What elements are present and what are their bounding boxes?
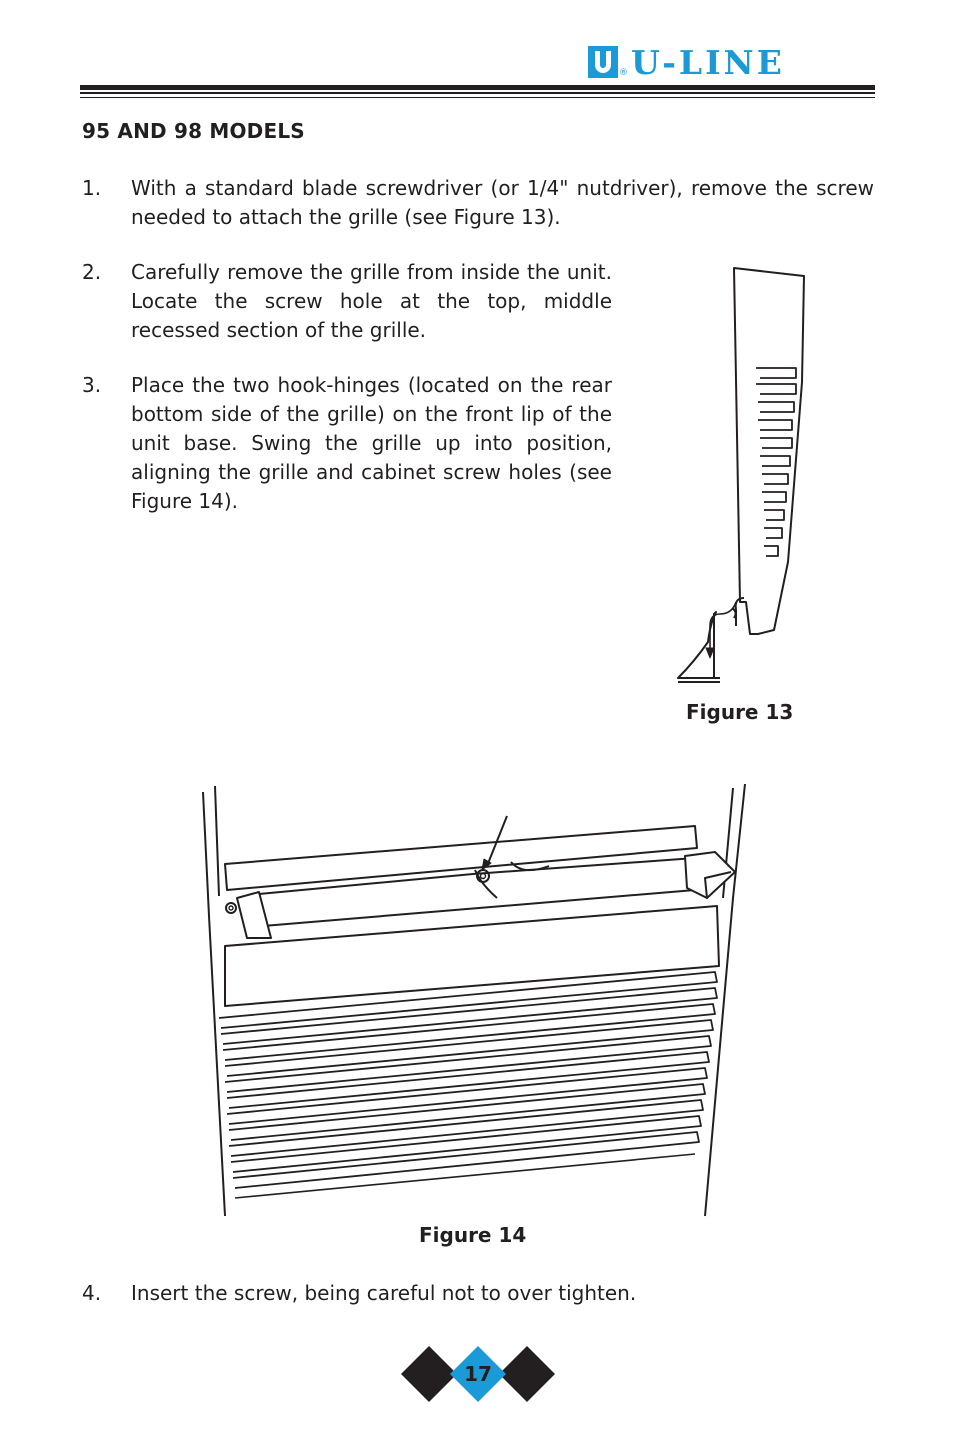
- instruction-step-1: 1. With a standard blade screwdriver (or…: [82, 174, 874, 232]
- instruction-step-3: 3. Place the two hook-hinges (located on…: [82, 371, 612, 516]
- figure-14-illustration: [202, 783, 746, 1217]
- step-number: 4.: [82, 1281, 102, 1305]
- step-text: With a standard blade screwdriver (or 1/…: [131, 176, 874, 229]
- figure-13-illustration: [677, 267, 805, 683]
- brand-logo: ® U-LINE: [588, 43, 785, 82]
- header-rule-thin: [80, 92, 875, 94]
- figure-13-caption: Figure 13: [686, 700, 794, 724]
- header-rule-hairline: [80, 97, 875, 98]
- page-number: 17: [464, 1362, 492, 1386]
- diamond-ornament-icon: [401, 1346, 555, 1402]
- header-rule: [80, 85, 875, 90]
- instruction-step-2: 2. Carefully remove the grille from insi…: [82, 258, 612, 345]
- step-text: Carefully remove the grille from inside …: [131, 260, 612, 342]
- step-number: 3.: [82, 373, 102, 397]
- brand-name: U-LINE: [631, 43, 785, 82]
- u-line-logo-icon: [588, 46, 618, 78]
- page-number-badge: 17: [401, 1346, 555, 1402]
- instruction-step-4: 4. Insert the screw, being careful not t…: [82, 1279, 874, 1308]
- step-text: Place the two hook-hinges (located on th…: [131, 373, 612, 513]
- section-heading: 95 AND 98 MODELS: [82, 119, 305, 143]
- step-number: 1.: [82, 176, 102, 200]
- figure-14-caption: Figure 14: [419, 1223, 527, 1247]
- step-text: Insert the screw, being careful not to o…: [131, 1281, 637, 1305]
- step-number: 2.: [82, 260, 102, 284]
- registered-mark: ®: [619, 68, 628, 78]
